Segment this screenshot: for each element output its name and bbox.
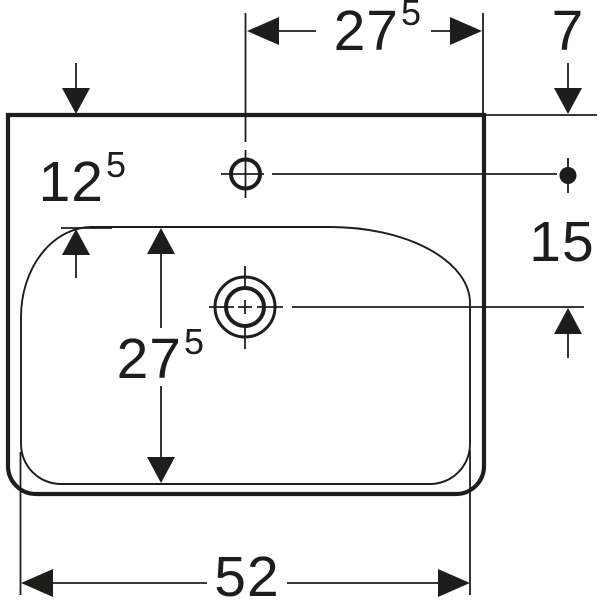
dim-back-to-tap: 7 [486, 0, 597, 193]
arrowhead-left-52 [21, 569, 53, 597]
drain-hole-mark [209, 266, 584, 349]
dim-label-bowl-depth-sup: 5 [184, 321, 204, 362]
arrowhead-right [450, 17, 482, 45]
dim-tap-to-drain: 15 [529, 210, 594, 358]
dim-label-bowl-depth: 27 [117, 327, 182, 391]
dim-overall-width: 52 [19, 450, 471, 600]
dim-bowl-depth: 27 5 [117, 228, 204, 483]
arrowhead-up-125 [62, 229, 90, 255]
arrowhead-left [247, 17, 279, 45]
washbasin-bowl-edge [20, 226, 471, 485]
tap-centerline-dot [559, 167, 577, 184]
arrowhead-up-15 [554, 308, 582, 334]
dim-label-top-width-sup: 5 [401, 0, 421, 33]
dim-label-back-to-tap: 7 [552, 0, 585, 63]
arrowhead-right-52 [438, 569, 470, 597]
dim-back-to-bowl: 12 5 [39, 63, 126, 278]
dim-label-overall-width: 52 [214, 545, 279, 600]
dim-label-tap-to-drain: 15 [529, 210, 594, 274]
washbasin-outer-edge [5, 112, 487, 497]
dim-label-back-to-bowl: 12 [39, 150, 104, 214]
arrowhead-down-7 [554, 88, 582, 114]
arrowhead-down-125 [62, 88, 90, 114]
tap-hole-mark [221, 150, 557, 198]
dim-label-back-to-bowl-sup: 5 [106, 144, 126, 185]
arrowhead-down-depth [147, 457, 175, 483]
dim-top-width: 27 5 [244, 0, 484, 142]
arrowhead-up-depth [147, 228, 175, 254]
basin-outlines [5, 112, 487, 497]
dim-label-top-width: 27 [334, 0, 399, 63]
